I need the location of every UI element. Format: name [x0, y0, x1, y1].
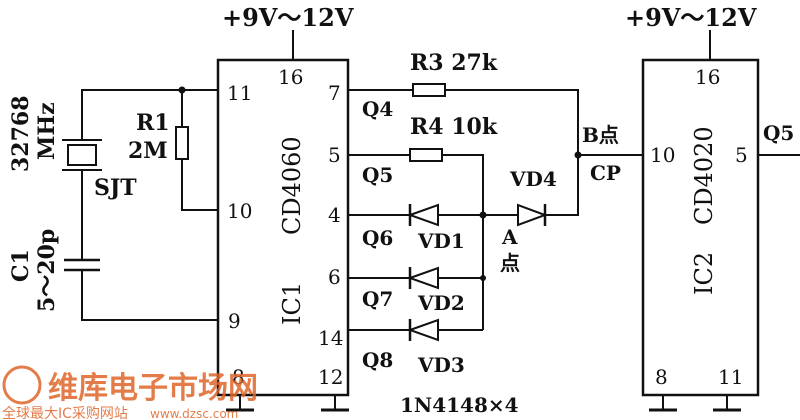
q7-label: Q7 [362, 287, 393, 311]
osc-wire-top [81, 89, 218, 140]
ic2-ref-label: IC2 [690, 252, 718, 295]
c1-value-label: 5～20p [34, 229, 60, 312]
ic2-part-label: CD4020 [690, 126, 718, 225]
ic2-cp-label: CP [590, 161, 621, 185]
vd2-diode-symbol [348, 266, 483, 290]
ic1-pin-8: 8 [232, 365, 245, 389]
ic2-ground-symbol [649, 395, 741, 412]
ic1-pin-10: 10 [227, 199, 252, 223]
node-a-label-2: 点 [500, 251, 520, 275]
ic1-pin-7: 7 [328, 81, 341, 105]
ic1-pin-14: 14 [318, 326, 343, 350]
ic1-pin-5: 5 [328, 143, 341, 167]
crystal-name-label: SJT [94, 175, 137, 201]
ic1-pin-4: 4 [328, 203, 341, 227]
osc-wire-bottom [81, 270, 218, 321]
crystal-symbol [67, 144, 97, 166]
watermark: 维库电子市场网 全球最大IC采购网站 www.dzsc.com [2, 365, 258, 420]
ic1-ground-symbol [226, 395, 349, 412]
vd3-label: VD3 [417, 353, 465, 377]
ic2-pin-8: 8 [655, 365, 668, 389]
r1-value-label: 2M [128, 138, 168, 164]
ic1-pin-16: 16 [278, 65, 303, 89]
q8-label: Q8 [362, 348, 393, 372]
q5-label: Q5 [362, 163, 393, 187]
node-b-label: B点 [582, 123, 619, 147]
watermark-url-text: www.dzsc.com [150, 407, 238, 420]
watermark-logo-icon [2, 365, 42, 405]
node-a-bus [442, 154, 484, 330]
r1-resistor-symbol [175, 126, 189, 160]
r3-resistor-symbol [412, 83, 446, 97]
node-a-label: A [501, 225, 518, 249]
ic1-supply-label: +9V～12V [222, 3, 354, 32]
q6-label: Q6 [362, 226, 393, 250]
c1-capacitor-symbol [64, 258, 100, 272]
ic2-pin-11: 11 [718, 365, 743, 389]
vd1-diode-symbol [348, 203, 483, 227]
ic1-part-label: CD4060 [278, 136, 306, 235]
vd4-diode-symbol [483, 155, 579, 227]
diode-part-note: 1N4148×4 [400, 393, 519, 417]
ic1-pin-11: 11 [227, 81, 252, 105]
r3-label: R3 27k [410, 50, 498, 76]
ic2-pin-10: 10 [650, 143, 675, 167]
r1-wire [181, 159, 218, 211]
ic1-pin-9: 9 [228, 309, 241, 333]
crystal-unit-label: MHz [34, 102, 60, 160]
watermark-sub-text: 全球最大IC采购网站 [2, 405, 128, 420]
vd2-label: VD2 [417, 291, 465, 315]
ic2-supply-label: +9V～12V [625, 3, 757, 32]
ic2-body [641, 58, 760, 397]
r4-resistor-symbol [409, 148, 443, 162]
ic2-pin-16: 16 [695, 65, 720, 89]
ic1-ref-label: IC1 [278, 282, 306, 325]
q4-label: Q4 [362, 97, 393, 121]
ic1-pin-6: 6 [328, 265, 341, 289]
ic1-pin-12: 12 [318, 365, 343, 389]
crystal-freq-label: 32768 [8, 95, 34, 172]
r4-label: R4 10k [410, 114, 498, 140]
ic2-pin-5: 5 [735, 143, 748, 167]
ic1-body [216, 58, 350, 397]
vd4-label: VD4 [509, 167, 557, 191]
vd3-diode-symbol [348, 318, 483, 342]
r3-wire [445, 89, 579, 155]
watermark-main-text: 维库电子市场网 [48, 371, 258, 406]
r1-ref-label: R1 [136, 110, 170, 136]
vd1-label: VD1 [417, 229, 465, 253]
c1-ref-label: C1 [8, 249, 34, 282]
q5-output-label: Q5 [763, 121, 794, 145]
